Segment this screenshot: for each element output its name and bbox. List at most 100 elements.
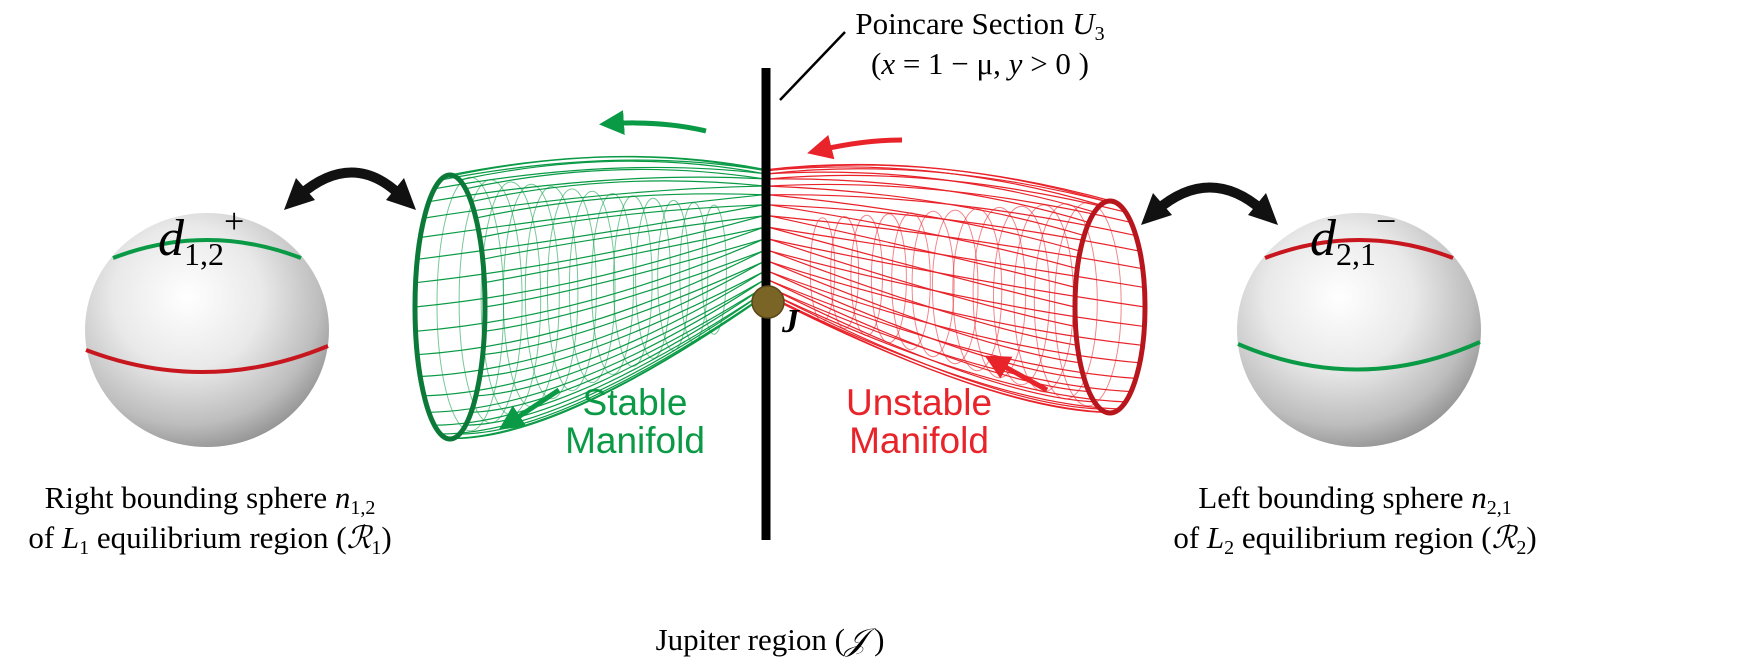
jupiter-dot <box>751 285 785 319</box>
manifold-cross-section <box>952 208 1003 372</box>
manifold-trajectory <box>482 214 767 260</box>
manifold-trajectory <box>434 285 767 426</box>
left-double-arrow-head-left <box>284 178 315 210</box>
manifold-trajectory <box>765 225 1076 308</box>
jupiter-point-label: J <box>781 303 800 340</box>
manifold-cross-section <box>850 214 884 337</box>
unstable-manifold-label: Unstable Manifold <box>845 382 993 461</box>
manifold-trajectory <box>765 293 1107 414</box>
manifold-trajectory <box>465 168 767 190</box>
right-sphere-red-ring <box>1264 238 1454 260</box>
manifold-trajectory <box>765 194 1137 237</box>
poincare-title-line: Poincare Section U3 <box>855 6 1105 45</box>
left-sphere-green-ring <box>112 238 302 260</box>
manifold-trajectory <box>440 159 767 181</box>
manifold-cross-section <box>635 197 672 359</box>
manifold-trajectory <box>420 259 767 378</box>
manifold-cross-section <box>657 199 690 351</box>
right-caption-line1: Left bounding sphere n2,1 <box>1198 480 1512 519</box>
manifold-cross-section <box>613 195 653 368</box>
left-double-arrow <box>296 167 404 199</box>
manifold-trajectory <box>765 290 1101 410</box>
jupiter-region-caption: Jupiter region (𝒥 ) <box>655 622 885 657</box>
manifold-trajectory <box>765 168 1120 206</box>
manifold-trajectory <box>415 214 767 284</box>
manifold-trajectory <box>484 226 767 284</box>
left-caption-line1: Right bounding sphere n1,2 <box>44 480 376 519</box>
manifold-trajectory <box>765 164 1114 203</box>
manifold-trajectory <box>434 166 767 190</box>
unstable-flow-arrow-bottom <box>984 355 1049 393</box>
manifold-cross-section <box>830 216 860 329</box>
stable-manifold-tube <box>412 155 767 442</box>
manifold-trajectory <box>453 156 767 177</box>
manifold-cross-section <box>591 193 634 375</box>
stable-flow-arrow-top <box>599 110 707 136</box>
manifold-cross-section <box>891 212 931 351</box>
manifold-trajectory <box>765 248 1078 346</box>
manifold-trajectory <box>417 248 767 356</box>
right-double-arrow-head-left <box>1141 193 1172 225</box>
manifold-trajectory <box>475 193 767 219</box>
manifold-trajectory <box>440 290 767 435</box>
manifold-trajectory <box>470 180 767 203</box>
manifold-trajectory <box>479 269 767 378</box>
unstable-flow-arrow-top <box>807 135 903 160</box>
left-sphere-red-ring <box>85 344 329 374</box>
manifold-cross-section <box>502 183 560 408</box>
manifold-trajectory <box>765 204 1140 252</box>
manifold-trajectory <box>765 185 1085 237</box>
manifold-cross-section <box>546 188 597 392</box>
manifold-cross-section <box>809 217 836 323</box>
manifold-cross-section <box>524 186 579 400</box>
unstable-manifold-tube <box>765 163 1148 416</box>
left-bounding-sphere: d1,2+ <box>85 201 329 447</box>
manifold-trajectory <box>424 269 767 397</box>
poincare-section-caption: Poincare Section U3 (x = 1 − μ, y > 0 ) <box>845 4 1115 84</box>
right-bounding-sphere: d2,1− <box>1237 201 1481 447</box>
manifold-trajectory <box>479 204 767 239</box>
manifold-trajectory <box>428 278 767 413</box>
manifold-trajectory <box>765 237 1146 308</box>
manifold-trajectory <box>765 278 1089 393</box>
right-sphere-caption: Left bounding sphere n2,1 of L2 equilibr… <box>1150 478 1560 558</box>
manifold-cross-section <box>870 213 907 344</box>
manifold-trajectory <box>765 269 1085 379</box>
manifold-cross-section <box>568 190 616 384</box>
manifold-trajectory <box>765 260 1143 346</box>
manifold-trajectory <box>414 225 767 308</box>
manifold-cross-section <box>679 202 709 343</box>
manifold-trajectory <box>765 183 1132 223</box>
manifold-rim <box>1072 198 1148 416</box>
manifold-rim <box>412 172 488 442</box>
right-double-arrow <box>1153 182 1266 214</box>
poincare-pointer-line <box>779 31 846 101</box>
stable-flow-arrow-bottom <box>498 387 561 430</box>
manifold-trajectory <box>482 260 767 356</box>
manifold-trajectory <box>471 285 767 413</box>
manifold-trajectory <box>484 249 767 332</box>
right-sphere-label: d2,1− <box>1310 201 1396 272</box>
manifold-trajectory <box>459 160 767 181</box>
manifold-trajectory <box>475 278 767 397</box>
manifold-trajectory <box>765 278 1136 379</box>
manifold-cross-section <box>1054 201 1122 407</box>
manifold-trajectory <box>765 237 1076 328</box>
manifold-trajectory <box>765 269 1140 364</box>
manifold-trajectory <box>459 293 767 435</box>
manifold-cross-section <box>993 205 1050 386</box>
manifold-trajectory <box>765 214 1143 270</box>
manifold-trajectory <box>765 174 1126 213</box>
manifold-trajectory <box>453 294 767 440</box>
manifold-trajectory <box>417 203 767 260</box>
manifold-trajectory <box>765 171 1095 213</box>
left-sphere-caption: Right bounding sphere n1,2 of L1 equilib… <box>0 478 420 558</box>
manifold-trajectory <box>446 293 767 440</box>
right-caption-line2: of L2 equilibrium region (ℛ2) <box>1173 520 1537 559</box>
manifold-trajectory <box>428 176 767 203</box>
manifold-cross-section <box>458 179 523 424</box>
left-double-arrow-head-right <box>386 178 416 210</box>
left-sphere-label: d1,2+ <box>158 201 244 272</box>
stable-manifold-label: Stable Manifold <box>565 382 705 461</box>
